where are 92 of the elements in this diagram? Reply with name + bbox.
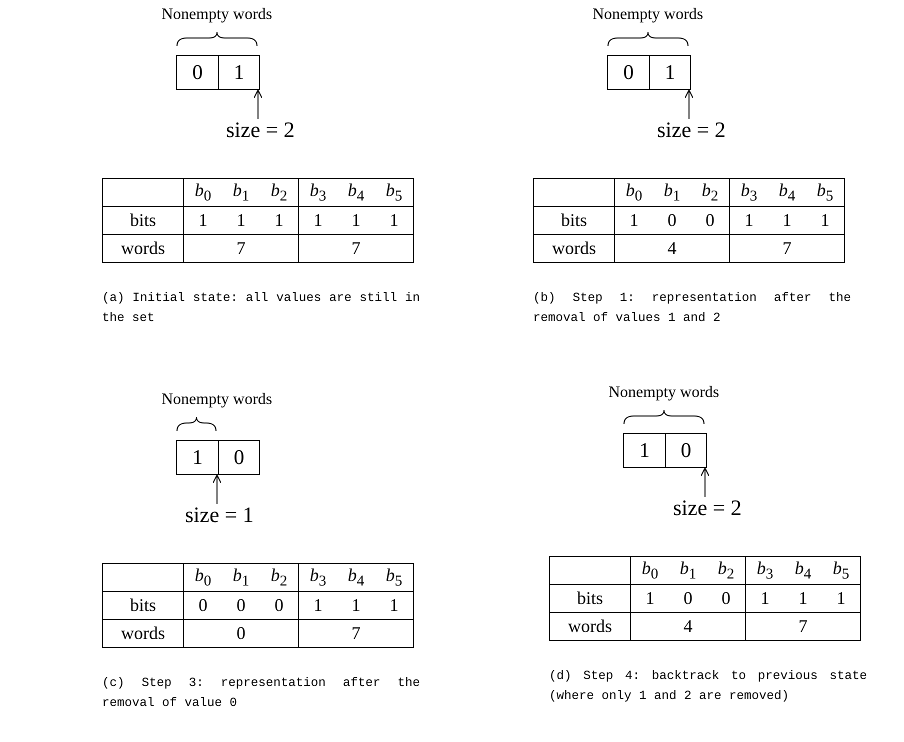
- bit-cell: 0: [691, 206, 730, 234]
- size-label: size = 1: [185, 502, 254, 528]
- bit-cell: 1: [298, 592, 337, 620]
- caption: (b) Step 1: representation after the removal of values 1 and 2: [533, 290, 851, 327]
- header-cell: b$_{4}$: [337, 178, 375, 206]
- header-cell: b$_{2}$: [707, 556, 746, 584]
- header-cell: b$_{4}$: [337, 564, 375, 592]
- arrow: [212, 474, 222, 504]
- array-box: [607, 55, 691, 90]
- header-cell: b$_{4}$: [784, 556, 822, 584]
- header-cell: b$_{0}$: [630, 556, 669, 584]
- header-cell: b$_{5}$: [375, 564, 414, 592]
- bit-cell: 0: [653, 206, 691, 234]
- bit-cell: 1: [614, 206, 653, 234]
- caption: (c) Step 3: representation after the removal of value 0: [102, 675, 420, 712]
- row-header: words: [102, 234, 184, 262]
- row-header: words: [550, 612, 630, 640]
- array-cell: 1: [218, 56, 259, 89]
- header-cell: b$_{3}$: [298, 564, 337, 592]
- arrow: [254, 90, 262, 120]
- array-cell: 0: [218, 441, 259, 474]
- word-cell: 7: [746, 612, 860, 640]
- row-header: bits: [534, 206, 614, 234]
- arrow: [684, 90, 694, 120]
- array-cell: 1: [177, 441, 218, 474]
- array-cell: 1: [649, 56, 690, 89]
- array-cell: 0: [665, 434, 706, 467]
- bit-cell: 1: [730, 206, 768, 234]
- header-cell: b$_{3}$: [730, 178, 768, 206]
- bit-cell: 0: [707, 584, 746, 612]
- word-cell: 7: [184, 234, 298, 262]
- word-cell: 4: [630, 612, 746, 640]
- bit-cell: 1: [784, 584, 822, 612]
- array-box: [176, 440, 260, 475]
- row-header: bits: [550, 584, 630, 612]
- header-cell: b$_{4}$: [768, 178, 806, 206]
- bit-cell: 1: [746, 584, 784, 612]
- bit-cell: 0: [260, 592, 298, 620]
- bit-cell: 1: [630, 584, 669, 612]
- bit-cell: 1: [375, 206, 414, 234]
- word-cell: 7: [298, 620, 414, 648]
- array-cell: 0: [608, 56, 649, 89]
- brace-label: Nonempty words: [608, 384, 720, 402]
- word-cell: 0: [184, 620, 298, 648]
- bit-cell: 1: [337, 592, 375, 620]
- header-cell: b$_{3}$: [746, 556, 784, 584]
- bit-cell: 0: [222, 592, 260, 620]
- bit-cell: 0: [669, 584, 707, 612]
- size-label: size = 2: [657, 117, 726, 143]
- bit-cell: 0: [184, 592, 222, 620]
- row-header: words: [102, 620, 184, 648]
- size-label: size = 2: [673, 495, 742, 521]
- bit-cell: 1: [222, 206, 260, 234]
- header-cell: b$_{1}$: [222, 178, 260, 206]
- array-box: [623, 433, 707, 468]
- header-cell: b$_{5}$: [375, 178, 414, 206]
- row-header: bits: [102, 206, 184, 234]
- bit-cell: 1: [822, 584, 860, 612]
- header-cell: b$_{1}$: [669, 556, 707, 584]
- word-cell: 7: [298, 234, 414, 262]
- row-header: words: [534, 234, 614, 262]
- brace-label: Nonempty words: [162, 391, 272, 409]
- array-cell: 1: [624, 434, 665, 467]
- header-cell: b$_{2}$: [260, 564, 298, 592]
- header-cell: b$_{0}$: [184, 178, 222, 206]
- header-cell: b$_{5}$: [806, 178, 844, 206]
- word-cell: 4: [614, 234, 730, 262]
- header-cell: b$_{5}$: [822, 556, 860, 584]
- header-cell: b$_{1}$: [653, 178, 691, 206]
- header-cell: b$_{3}$: [298, 178, 337, 206]
- bit-cell: 1: [260, 206, 298, 234]
- header-cell: b$_{0}$: [184, 564, 222, 592]
- header-cell: b$_{2}$: [691, 178, 730, 206]
- word-cell: 7: [730, 234, 844, 262]
- bit-cell: 1: [768, 206, 806, 234]
- bit-cell: 1: [337, 206, 375, 234]
- caption: (d) Step 4: backtrack to previous state (where only 1 and 2 are removed): [549, 668, 867, 705]
- bit-cell: 1: [806, 206, 844, 234]
- header-cell: b$_{0}$: [614, 178, 653, 206]
- array-box: [176, 55, 260, 90]
- header-cell: b$_{1}$: [222, 564, 260, 592]
- row-header: bits: [102, 592, 184, 620]
- arrow: [700, 468, 710, 498]
- array-cell: 0: [177, 56, 218, 89]
- size-label: size = 2: [226, 117, 295, 143]
- brace-label: Nonempty words: [162, 6, 272, 24]
- header-cell: b$_{2}$: [260, 178, 298, 206]
- bit-cell: 1: [298, 206, 337, 234]
- caption: (a) Initial state: all values are still in the set: [102, 290, 420, 327]
- brace-label: Nonempty words: [592, 6, 704, 24]
- bit-cell: 1: [375, 592, 414, 620]
- bit-cell: 1: [184, 206, 222, 234]
